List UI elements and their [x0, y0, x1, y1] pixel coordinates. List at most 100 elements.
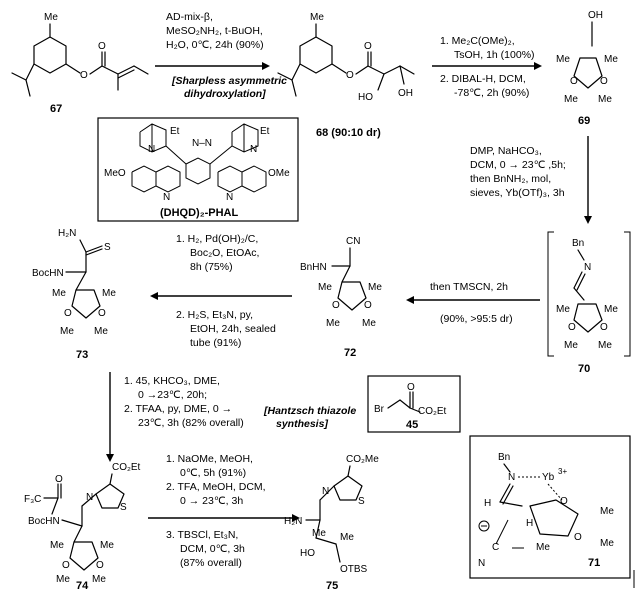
svg-text:Me: Me: [340, 532, 354, 543]
svg-text:Me: Me: [598, 340, 612, 351]
svg-text:Me: Me: [50, 540, 64, 551]
compound-74: CO₂Et S N F₃C O BocHN Me Me O O Me Me 74: [24, 462, 141, 592]
svg-text:BnHN: BnHN: [300, 262, 327, 273]
svg-text:Bn: Bn: [498, 452, 510, 463]
svg-text:S: S: [104, 242, 111, 253]
svg-text:Me: Me: [326, 318, 340, 329]
svg-text:1. NaOMe, MeOH,: 1. NaOMe, MeOH,: [166, 453, 253, 465]
svg-text:tube (91%): tube (91%): [190, 337, 241, 349]
svg-text:HO: HO: [358, 92, 373, 103]
svg-text:O: O: [62, 560, 70, 571]
svg-text:then TMSCN, 2h: then TMSCN, 2h: [430, 281, 508, 293]
svg-text:CO₂Et: CO₂Et: [418, 406, 447, 417]
svg-text:BocHN: BocHN: [28, 516, 60, 527]
svg-text:[Hantzsch thiazole: [Hantzsch thiazole: [263, 405, 356, 417]
conditions-step-4: then TMSCN, 2h (90%, >95:5 dr): [430, 281, 513, 325]
svg-text:OTBS: OTBS: [340, 564, 368, 575]
svg-text:CO₂Me: CO₂Me: [346, 454, 379, 465]
conditions-step-2: 1. Me₂C(OMe)₂, TsOH, 1h (100%) 2. DIBAL-…: [440, 35, 535, 99]
svg-text:CO₂Et: CO₂Et: [112, 462, 141, 473]
svg-text:8h (75%): 8h (75%): [190, 261, 233, 273]
svg-text:Me: Me: [56, 574, 70, 585]
svg-text:OMe: OMe: [268, 168, 290, 179]
svg-text:H: H: [484, 498, 491, 509]
methyl-label: Me: [44, 12, 58, 23]
svg-text:EtOH, 24h, sealed: EtOH, 24h, sealed: [190, 323, 276, 335]
svg-text:Me: Me: [598, 94, 612, 105]
compound-label-69: 69: [578, 115, 590, 127]
svg-text:3+: 3+: [558, 467, 567, 476]
svg-text:Et: Et: [260, 126, 270, 137]
svg-text:N: N: [163, 192, 170, 203]
svg-text:2. TFA, MeOH, DCM,: 2. TFA, MeOH, DCM,: [166, 481, 266, 493]
compound-label-75: 75: [326, 580, 338, 592]
svg-text:N: N: [322, 486, 329, 497]
svg-text:BocHN: BocHN: [32, 268, 64, 279]
svg-text:Me: Me: [94, 326, 108, 337]
compound-71: Bn N Yb 3+ H O O Me Me H Me C N 71: [478, 452, 614, 569]
svg-text:O: O: [600, 322, 608, 333]
conditions-step-1: AD-mix-β, MeSO₂NH₂, t-BuOH, H₂O, 0℃, 24h…: [166, 11, 287, 100]
svg-text:0 →23℃, 20h;: 0 →23℃, 20h;: [138, 389, 207, 401]
svg-text:MeSO₂NH₂, t-BuOH,: MeSO₂NH₂, t-BuOH,: [166, 25, 263, 37]
svg-text:Br: Br: [374, 404, 385, 415]
svg-text:MeO: MeO: [104, 168, 126, 179]
compound-75: CO₂Me S N H₂N Me HO Me OTBS 75: [284, 454, 379, 592]
svg-text:Me: Me: [600, 506, 614, 517]
svg-text:1. 45, KHCO₃, DME,: 1. 45, KHCO₃, DME,: [124, 375, 220, 387]
svg-text:Me: Me: [600, 538, 614, 549]
conditions-step-5: 1. H₂, Pd(OH)₂/C, Boc₂O, EtOAc, 8h (75%)…: [176, 233, 276, 349]
ligand-label: (DHQD)₂-PHAL: [160, 207, 238, 219]
svg-text:[Sharpless asymmetric: [Sharpless asymmetric: [171, 75, 287, 87]
compound-label-67: 67: [50, 103, 62, 115]
conditions-step-7: 1. NaOMe, MeOH, 0℃, 5h (91%) 2. TFA, MeO…: [166, 453, 266, 569]
svg-text:O: O: [407, 382, 415, 393]
svg-text:Me: Me: [92, 574, 106, 585]
svg-text:sieves, Yb(OTf)₃, 3h: sieves, Yb(OTf)₃, 3h: [470, 187, 565, 199]
svg-text:O: O: [64, 308, 72, 319]
svg-text:(87% overall): (87% overall): [180, 557, 242, 569]
ligand-box: [97, 117, 299, 222]
svg-text:0 → 23℃, 3h: 0 → 23℃, 3h: [180, 495, 243, 507]
svg-text:3. TBSCl, Et₃N,: 3. TBSCl, Et₃N,: [166, 529, 238, 541]
svg-text:Me: Me: [60, 326, 74, 337]
compound-67: Me O O 67: [11, 12, 149, 115]
svg-text:H₂N: H₂N: [58, 228, 76, 239]
svg-text:C: C: [492, 542, 499, 553]
svg-text:Me: Me: [310, 12, 324, 23]
svg-text:DMP, NaHCO₃,: DMP, NaHCO₃,: [470, 145, 542, 157]
conditions-step-3: DMP, NaHCO₃, DCM, 0 → 23℃ ,5h; then BnNH…: [470, 145, 566, 199]
compound-70: Bn N Me Me O O Me Me 70: [547, 231, 631, 375]
svg-text:N: N: [250, 144, 257, 155]
svg-text:O: O: [560, 496, 568, 507]
svg-text:O: O: [346, 70, 354, 81]
svg-text:2. TFAA, py, DME, 0 →: 2. TFAA, py, DME, 0 →: [124, 403, 232, 415]
compound-73: H₂N S BocHN Me Me O O Me Me 73: [32, 228, 116, 361]
svg-text:Yb: Yb: [542, 472, 555, 483]
compound-label-68: 68 (90:10 dr): [316, 127, 381, 139]
svg-text:Bn: Bn: [572, 238, 584, 249]
svg-text:O: O: [568, 322, 576, 333]
svg-text:O: O: [364, 41, 372, 52]
svg-text:Me: Me: [556, 304, 570, 315]
svg-text:0℃, 5h (91%): 0℃, 5h (91%): [180, 467, 246, 479]
conditions-step-6: 1. 45, KHCO₃, DME, 0 →23℃, 20h; 2. TFAA,…: [124, 375, 356, 430]
svg-text:DCM, 0℃, 3h: DCM, 0℃, 3h: [180, 543, 245, 555]
svg-text:F₃C: F₃C: [24, 494, 41, 505]
svg-text:Boc₂O, EtOAc,: Boc₂O, EtOAc,: [190, 247, 259, 259]
svg-text:O: O: [98, 308, 106, 319]
svg-text:O: O: [332, 300, 340, 311]
svg-text:23℃, 3h (82% overall): 23℃, 3h (82% overall): [138, 417, 244, 429]
svg-text:Me: Me: [604, 54, 618, 65]
compound-label-74: 74: [76, 580, 89, 592]
svg-text:O: O: [570, 76, 578, 87]
svg-text:2. H₂S, Et₃N, py,: 2. H₂S, Et₃N, py,: [176, 309, 253, 321]
compound-72: CN BnHN Me Me O O Me Me 72: [300, 236, 382, 359]
compound-71-box: [469, 435, 631, 579]
svg-text:N: N: [226, 192, 233, 203]
reagent-45-box: [367, 375, 461, 433]
svg-text:Me: Me: [100, 540, 114, 551]
svg-text:AD-mix-β,: AD-mix-β,: [166, 11, 213, 23]
svg-text:H: H: [526, 518, 533, 529]
svg-text:O: O: [364, 300, 372, 311]
